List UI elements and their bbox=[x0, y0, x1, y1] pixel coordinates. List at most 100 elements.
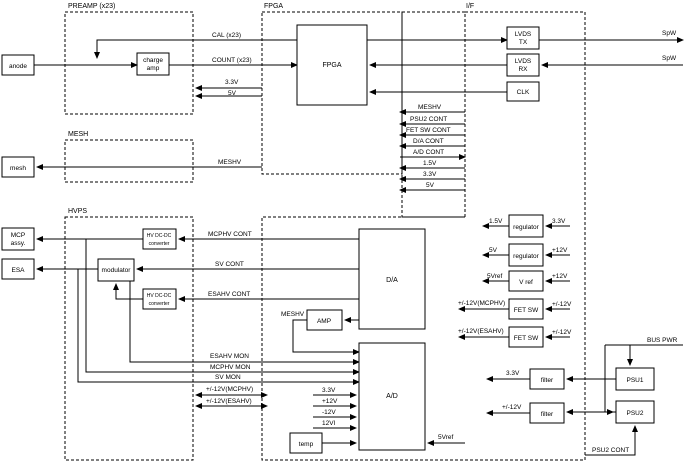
ad-33v-label: 3.3V bbox=[322, 387, 336, 394]
meshv-amp-label: MESHV bbox=[281, 311, 305, 318]
filter2-out-label: +/-12V bbox=[502, 404, 522, 411]
filter2-label: filter bbox=[541, 411, 554, 418]
hvdcdc-top-label-1: HV DC-DC bbox=[147, 233, 172, 239]
charge-amp-label-1: charge bbox=[143, 57, 163, 64]
amp-to-ad-arrow bbox=[292, 319, 360, 355]
psu2-cont-bottom-label: PSU2 CONT bbox=[592, 447, 629, 454]
ad-12vi-label: 12VI bbox=[322, 420, 336, 427]
lvds-rx-label-2: RX bbox=[518, 66, 528, 73]
mesh-section-label: MESH bbox=[68, 131, 88, 138]
reg2-out-label: 5V bbox=[489, 247, 498, 254]
anode-label: anode bbox=[9, 63, 27, 70]
ad-p12v-label: +12V bbox=[322, 398, 338, 405]
charge-amp-label-2: amp bbox=[147, 65, 160, 72]
preamp-section-label: PREAMP (x23) bbox=[68, 3, 115, 10]
fetsw2-label: FET SW bbox=[514, 335, 539, 342]
ad-m12v-label: -12V bbox=[322, 409, 336, 416]
mesh-label: mesh bbox=[10, 165, 26, 172]
clk-block bbox=[506, 81, 540, 102]
if-section-left bbox=[401, 11, 466, 218]
hvps-section-label: HVPS bbox=[68, 208, 87, 215]
hvdcdc-to-modulator-arrow bbox=[113, 283, 143, 300]
vref-out-label: 5Vref bbox=[487, 273, 502, 280]
psu1-label: PSU1 bbox=[627, 377, 644, 384]
if-33v-label: 3.3V bbox=[423, 171, 437, 178]
modulator-block bbox=[97, 258, 135, 282]
reg1-out-label: 1.5V bbox=[489, 218, 503, 225]
sv-mon-arrow bbox=[77, 269, 360, 385]
fet1-in-label: +/-12V bbox=[552, 301, 572, 308]
if-section-label: I/F bbox=[466, 3, 474, 10]
psu2-label: PSU2 bbox=[627, 410, 644, 417]
da-label: D/A bbox=[386, 277, 398, 284]
hvdcdc-top-label-2: converter bbox=[149, 241, 170, 247]
esa-label: ESA bbox=[11, 267, 25, 274]
bus-pwr-label: BUS PWR bbox=[647, 337, 678, 344]
esa-block bbox=[1, 258, 35, 280]
cal-arrow bbox=[94, 39, 297, 59]
vref-in-label: +12V bbox=[552, 273, 568, 280]
fpga-section bbox=[261, 11, 403, 175]
fpga-block bbox=[296, 24, 368, 106]
count-label: COUNT (x23) bbox=[212, 57, 252, 64]
ad-cont-label: A/D CONT bbox=[413, 149, 444, 156]
meshv-if-label: MESHV bbox=[418, 104, 442, 111]
cal-label: CAL (x23) bbox=[212, 32, 241, 39]
preamp-33v-label: 3.3V bbox=[225, 79, 239, 86]
if-section bbox=[261, 11, 586, 461]
ad-block bbox=[358, 342, 426, 451]
esahv-mon-arrow bbox=[129, 281, 360, 365]
psu2-cont-bottom-arrow bbox=[585, 425, 638, 456]
fpga-label: FPGA bbox=[322, 62, 341, 69]
pm12-mcphv-label: +/-12V(MCPHV) bbox=[206, 386, 253, 393]
fet2-out-label: +/-12V(ESAHV) bbox=[458, 328, 504, 335]
fet2-in-label: +/-12V bbox=[552, 329, 572, 336]
spw-in-label: SpW bbox=[662, 55, 677, 62]
if-5v-label: 5V bbox=[426, 182, 435, 189]
ad-5vref-label: 5Vref bbox=[438, 434, 453, 441]
mcp-label-1: MCP bbox=[11, 232, 25, 239]
sv-cont-label: SV CONT bbox=[215, 261, 244, 268]
da-cont-label: D/A CONT bbox=[413, 138, 444, 145]
lvds-tx-label-2: TX bbox=[519, 39, 528, 46]
fpga-section-label: FPGA bbox=[264, 3, 283, 10]
lvds-tx-block bbox=[506, 26, 540, 50]
reg2-in-label: +12V bbox=[552, 247, 568, 254]
esahv-mon-label: ESAHV MON bbox=[210, 353, 249, 360]
fet1-out-label: +/-12V(MCPHV) bbox=[458, 300, 505, 307]
pm12-esahv-label: +/-12V(ESAHV) bbox=[206, 398, 252, 405]
if-15v-label: 1.5V bbox=[423, 160, 437, 167]
vref-label: V ref bbox=[519, 279, 533, 286]
mesh-section bbox=[64, 139, 194, 183]
sv-mon-label: SV MON bbox=[215, 374, 241, 381]
preamp-section bbox=[64, 11, 194, 115]
mcp-block bbox=[1, 227, 35, 251]
hvps-section bbox=[64, 216, 194, 461]
esahv-cont-label: ESAHV CONT bbox=[208, 291, 250, 298]
lvds-rx-label-1: LVDS bbox=[515, 58, 532, 65]
filter1-label: filter bbox=[541, 377, 554, 384]
lvds-tx-label-1: LVDS bbox=[515, 31, 532, 38]
mesh-block bbox=[1, 156, 35, 178]
clk-label: CLK bbox=[517, 89, 530, 96]
modulator-label: modulator bbox=[102, 267, 132, 274]
preamp-5v-label: 5V bbox=[228, 90, 237, 97]
amp-label: AMP bbox=[317, 318, 331, 325]
hvdcdc-bottom-label-1: HV DC-DC bbox=[147, 293, 172, 299]
ad-label: A/D bbox=[386, 393, 398, 400]
temp-label: temp bbox=[299, 441, 314, 448]
bus-pwr-to-psu2-arrow bbox=[604, 345, 614, 415]
bus-pwr-arrow bbox=[627, 344, 683, 366]
meshv-mesh-label: MESHV bbox=[218, 159, 242, 166]
mcphv-cont-label: MCPHV CONT bbox=[208, 231, 252, 238]
regulator1-label: regulator bbox=[513, 224, 539, 231]
spw-out-label: SpW bbox=[662, 30, 677, 37]
reg1-in-label: 3.3V bbox=[552, 218, 566, 225]
mcphv-mon-label: MCPHV MON bbox=[210, 364, 251, 371]
fetsw1-label: FET SW bbox=[514, 307, 539, 314]
fet-sw-cont-label: FET SW CONT bbox=[406, 127, 451, 134]
psu2-cont-label: PSU2 CONT bbox=[410, 116, 447, 123]
filter1-out-label: 3.3V bbox=[506, 370, 520, 377]
mcp-label-2: assy. bbox=[11, 240, 26, 247]
